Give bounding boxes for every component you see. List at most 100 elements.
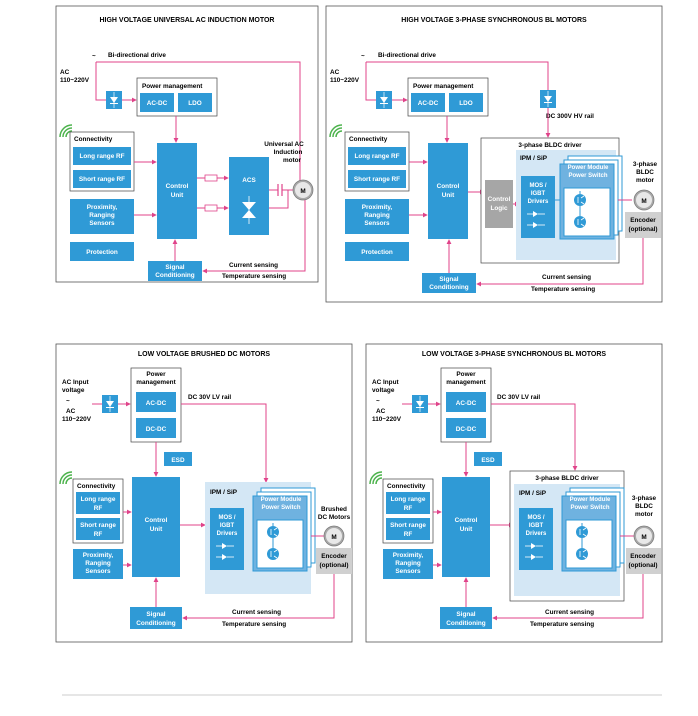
control-unit-label-1: Control: [455, 517, 478, 524]
control-unit-label-1: Control: [166, 183, 189, 190]
mos-label-1: MOS /: [218, 515, 235, 521]
ac-input-voltage-label: voltage: [62, 387, 85, 394]
encoder-label-1: Encoder: [321, 553, 347, 560]
power-management-label-1: Power: [146, 371, 166, 378]
proximity-sensors-block: [383, 549, 433, 579]
ac-tilde: ~: [376, 398, 380, 405]
dcdc-block: [446, 418, 486, 438]
drive-label: Bi-directional drive: [378, 52, 436, 59]
ac-voltage-label: 110~220V: [330, 77, 360, 84]
panel-lv-brushed-dc: LOW VOLTAGE BRUSHED DC MOTORS AC Input v…: [55, 343, 353, 643]
connectivity-label: Connectivity: [74, 136, 113, 143]
wifi-icon: [329, 124, 343, 138]
connectivity-label: Connectivity: [77, 483, 116, 490]
ac-tilde: ~: [361, 53, 365, 60]
current-sensing-label: Current sensing: [542, 274, 591, 281]
proximity-label-2: Ranging: [364, 212, 390, 219]
motor-label-2: BLDC: [636, 169, 654, 176]
protection-label: Protection: [86, 249, 118, 256]
signal-conditioning-block: [130, 607, 182, 629]
mos-label-2: IGBT: [531, 191, 546, 197]
motor-label-3: motor: [635, 511, 654, 518]
connectivity-label: Connectivity: [387, 483, 426, 490]
ac-label: AC: [60, 69, 70, 76]
control-unit-block: [157, 143, 197, 239]
encoder-label-2: (optional): [628, 226, 657, 233]
mos-label-2: IGBT: [220, 523, 235, 529]
motor-symbol: M: [641, 534, 646, 541]
ac-label: AC: [66, 408, 76, 415]
proximity-label-2: Ranging: [395, 560, 421, 567]
current-sensing-label: Current sensing: [232, 609, 281, 616]
connectivity-label: Connectivity: [349, 136, 388, 143]
signal-label-2: Conditioning: [446, 620, 485, 627]
control-unit-label-1: Control: [437, 183, 460, 190]
rail-label: DC 30V LV rail: [497, 394, 540, 401]
acdc-label: AC-DC: [146, 400, 167, 407]
proximity-label-1: Proximity,: [393, 552, 424, 559]
power-management-label: Power management: [413, 83, 474, 90]
ac-voltage-label: 110~220V: [372, 416, 402, 423]
mos-label-1: MOS /: [529, 183, 546, 189]
proximity-label-3: Sensors: [364, 220, 390, 227]
esd-block: [474, 452, 502, 466]
esd-label: ESD: [171, 457, 185, 464]
esd-label: ESD: [481, 457, 495, 464]
ac-tilde: ~: [66, 398, 70, 405]
ac-tilde: ~: [92, 53, 96, 60]
motor-symbol: M: [300, 188, 305, 195]
encoder-label-2: (optional): [319, 562, 348, 569]
mos-label-3: Drivers: [528, 199, 549, 205]
proximity-sensors-block: [70, 199, 134, 234]
panel-border: [365, 343, 663, 643]
panel-border: [55, 343, 353, 643]
mos-label-3: Drivers: [217, 531, 238, 537]
acdc-label: AC-DC: [418, 100, 439, 107]
diode-icon: [105, 90, 123, 110]
signal-label-2: Conditioning: [155, 272, 194, 279]
long-range-label-2: RF: [404, 505, 413, 512]
long-range-rf-block: [73, 147, 131, 165]
long-range-label-2: RF: [94, 505, 103, 512]
proximity-label-3: Sensors: [85, 568, 111, 575]
acdc-label: AC-DC: [147, 100, 168, 107]
bldc-driver-label: 3-phase BLDC driver: [535, 475, 599, 482]
long-range-rf-label: Long range RF: [79, 153, 124, 160]
motor-label-3: motor: [636, 177, 655, 184]
signal-conditioning-block: [148, 261, 202, 281]
acdc-label: AC-DC: [456, 400, 477, 407]
diode-icon: [101, 394, 119, 414]
proximity-sensors-block: [345, 199, 409, 234]
long-range-rf-block: [348, 147, 406, 165]
diode-icon: [539, 89, 557, 109]
ldo-block: [449, 93, 483, 112]
mos-label-3: Drivers: [526, 531, 547, 537]
motor-label-3: motor: [283, 157, 302, 164]
dcdc-label: DC-DC: [146, 426, 167, 433]
ac-input-voltage-label: voltage: [372, 387, 395, 394]
signal-label-1: Signal: [456, 611, 475, 618]
long-range-rf-block: [386, 492, 430, 514]
control-unit-label-1: Control: [145, 517, 168, 524]
temperature-sensing-label: Temperature sensing: [530, 621, 594, 628]
signal-label-1: Signal: [165, 264, 184, 271]
proximity-label-3: Sensors: [89, 220, 115, 227]
signal-label-2: Conditioning: [429, 284, 468, 291]
drive-label: Bi-directional drive: [108, 52, 166, 59]
control-unit-block: [442, 477, 490, 577]
proximity-label-1: Proximity,: [362, 204, 393, 211]
signal-label-2: Conditioning: [136, 620, 175, 627]
short-range-label-1: Short range: [80, 522, 116, 529]
ac-voltage-label: 110~220V: [60, 77, 90, 84]
mos-igbt-drivers-block: [521, 176, 555, 238]
signal-conditioning-block: [422, 273, 476, 293]
short-range-rf-block: [76, 518, 120, 540]
temperature-sensing-label: Temperature sensing: [222, 273, 286, 280]
pm-label-1: Power Module: [568, 165, 609, 171]
panel-lv-3phase-bl: LOW VOLTAGE 3-PHASE SYNCHRONOUS BL MOTOR…: [365, 343, 663, 643]
encoder-label-1: Encoder: [630, 217, 656, 224]
current-sensing-label: Current sensing: [229, 262, 278, 269]
power-management-label: Power management: [142, 83, 203, 90]
panel-title: LOW VOLTAGE BRUSHED DC MOTORS: [138, 351, 271, 358]
